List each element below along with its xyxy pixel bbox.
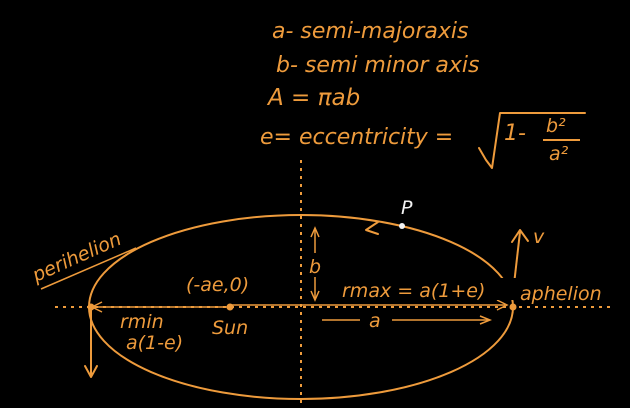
b-arrow-up [310,226,320,238]
note-eccentricity: e= eccentricity = [260,125,453,150]
note-area-formula: A = πab [266,85,360,111]
note-semi-minor: b- semi minor axis [276,53,480,78]
rmax-label: rmax = a(1+e) [342,280,485,302]
perihelion-label: perihelion [28,228,124,287]
sqrt-sign [478,112,586,169]
rmax-label-gap [336,278,516,300]
focus-coordinate-label: (-ae,0) [186,274,249,296]
rmax-arrowhead [496,299,509,311]
rmin-expression: a(1-e) [126,332,183,354]
sun-label: Sun [212,317,248,339]
note-semi-major: a- semi-majoraxis [272,19,469,44]
sun-focus-marker [226,303,234,311]
fraction-denominator: a² [549,143,569,165]
aphelion-point [509,303,517,311]
b-label: b [309,256,321,278]
velocity-arrowhead [511,229,529,243]
orbit-direction-arrow [365,221,379,235]
perihelion-point [87,303,95,311]
notes-block: a- semi-majoraxis b- semi minor axis A =… [260,19,586,169]
fraction-numerator: b² [546,115,566,137]
sqrt-one-minus: 1- [504,121,526,146]
perihelion-underline [40,247,137,290]
a-label: a [369,310,381,332]
velocity-label: v [533,226,545,248]
b-label-gap [306,253,324,277]
perihelion-velocity-arrowhead [84,365,98,378]
b-arrow-down [310,290,320,302]
aphelion-label: aphelion [520,283,602,305]
rmin-label: rmin [120,311,164,333]
point-p-marker [399,223,405,229]
point-p-label: P [401,197,413,219]
a-arrow-right [479,315,493,325]
